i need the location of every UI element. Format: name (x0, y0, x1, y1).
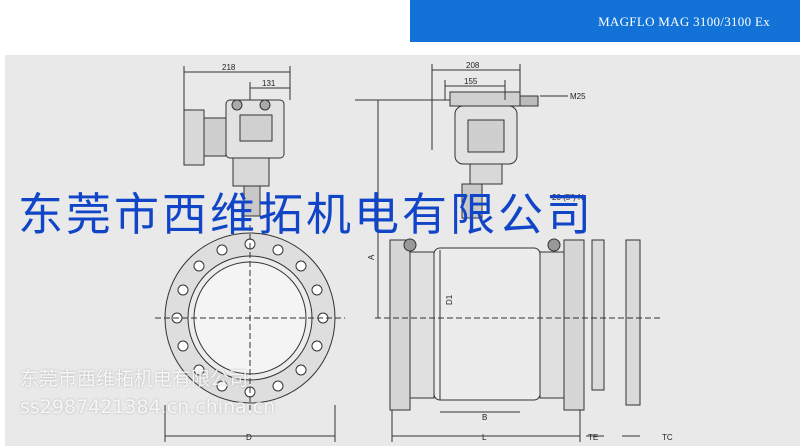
document-title: MAGFLO MAG 3100/3100 Ex (598, 14, 770, 29)
dim-height-a: A (367, 254, 376, 260)
dim-front-width: 218 (222, 63, 236, 72)
front-flange (155, 225, 345, 410)
dim-tc: TC (662, 433, 673, 442)
watermark-url: ss2987421384.cn.china.cn (20, 396, 276, 418)
front-transmitter (183, 99, 285, 217)
watermark-company: 东莞市西维拓机电有限公司 (20, 368, 249, 390)
side-dimensions (355, 64, 640, 442)
side-sensor (375, 238, 660, 411)
dim-diameter-d1: D1 (445, 294, 454, 305)
dim-front-inner: 131 (262, 79, 276, 88)
angle-note: 20 (5") N (552, 193, 584, 202)
dim-side-inner: 155 (464, 77, 478, 86)
dim-te: TE (588, 433, 598, 442)
dim-length-l: L (482, 433, 487, 442)
side-transmitter (449, 91, 539, 219)
dim-flange-d: D (246, 433, 252, 442)
front-dimensions (164, 66, 336, 442)
header-bar: MAGFLO MAG 3100/3100 Ex (410, 0, 800, 42)
company-banner: 东莞市西维拓机电有限公司 (18, 188, 595, 241)
cable-gland-label: M25 (570, 92, 586, 101)
dim-length-b: B (482, 413, 487, 422)
dim-side-width: 208 (466, 61, 480, 70)
